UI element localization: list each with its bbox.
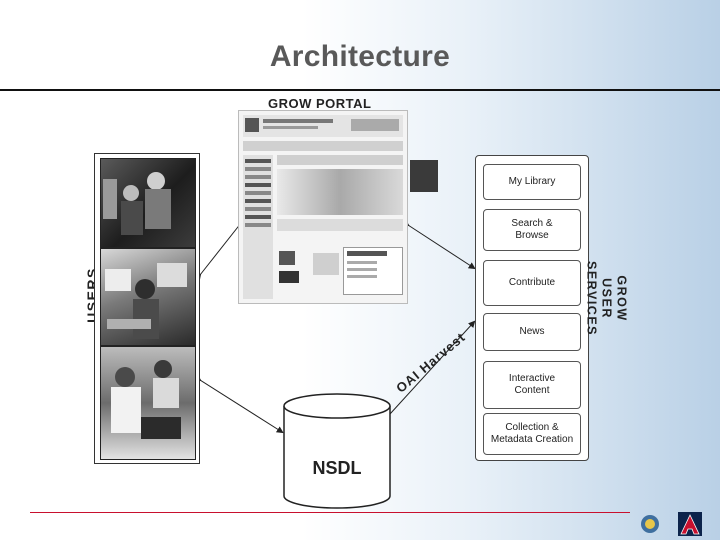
nsdl-services-arrow bbox=[389, 320, 476, 415]
nsdl-label: NSDL bbox=[312, 458, 362, 478]
service-my-library: My Library bbox=[483, 164, 581, 200]
services-label-line2: USER SERVICES bbox=[584, 261, 614, 336]
nsdl-database-icon bbox=[283, 393, 391, 509]
nsf-globe-icon bbox=[641, 515, 659, 533]
user-photo bbox=[100, 248, 196, 346]
portal-screenshot bbox=[238, 110, 408, 304]
people-at-computer-icon bbox=[103, 172, 171, 235]
service-collection-metadata: Collection & Metadata Creation bbox=[483, 413, 581, 455]
portal-services-arrow bbox=[401, 219, 476, 270]
portal-sidebar-image bbox=[410, 160, 438, 192]
footer-logos bbox=[641, 512, 702, 536]
services-label: GROW USER SERVICES bbox=[584, 239, 629, 359]
user-photo bbox=[100, 158, 196, 248]
slide-title: Architecture bbox=[269, 40, 451, 73]
arizona-a-logo-icon bbox=[678, 512, 702, 536]
portal-label: GROW PORTAL bbox=[268, 96, 372, 111]
users-nsdl-arrow bbox=[193, 374, 284, 434]
service-news: News bbox=[483, 313, 581, 351]
user-services-panel: My Library Search & Browse Contribute Ne… bbox=[475, 155, 589, 461]
services-label-line1: GROW bbox=[614, 275, 629, 322]
users-photo-panel bbox=[94, 153, 200, 464]
students-at-computers-icon bbox=[105, 263, 187, 339]
service-interactive-content: Interactive Content bbox=[483, 361, 581, 409]
footer-rule bbox=[30, 512, 630, 513]
service-search-browse: Search & Browse bbox=[483, 209, 581, 251]
service-contribute: Contribute bbox=[483, 260, 581, 306]
user-photo bbox=[100, 346, 196, 460]
title-rule bbox=[0, 89, 720, 91]
lab-users-icon bbox=[111, 360, 181, 439]
users-portal-arrow bbox=[194, 216, 247, 282]
